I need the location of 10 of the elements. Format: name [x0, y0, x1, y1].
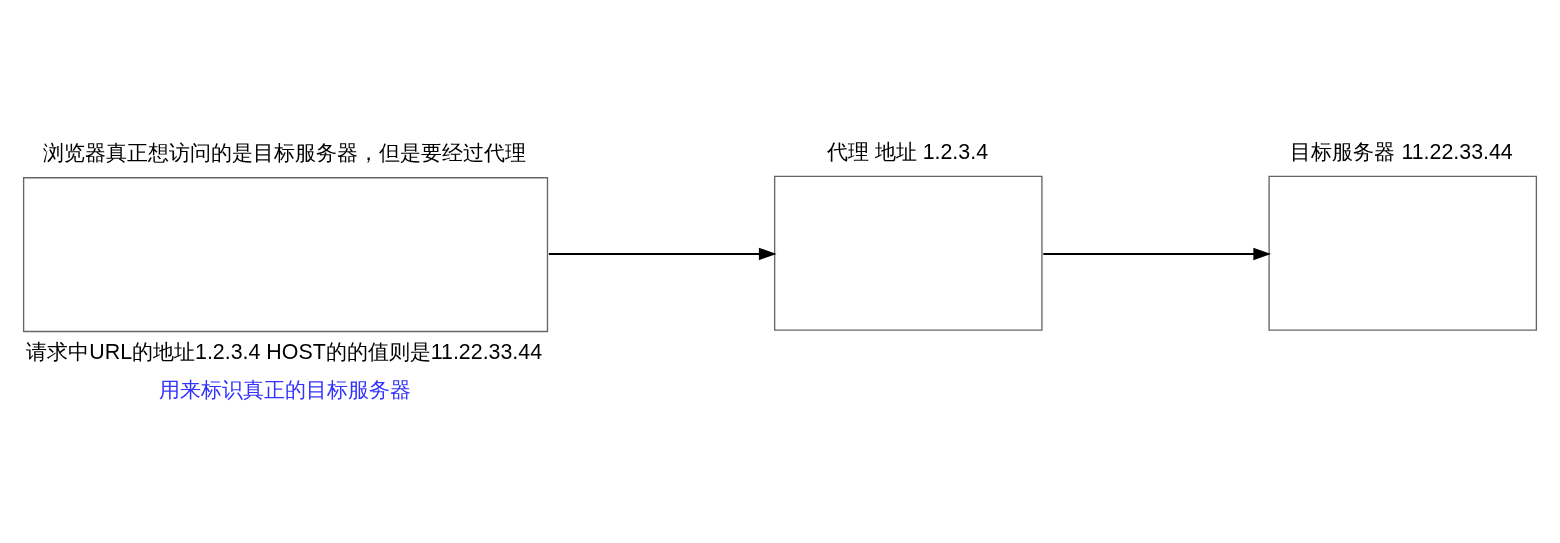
node-box [1268, 175, 1538, 331]
arrow [548, 247, 777, 260]
node-label: 浏览器真正想访问的是目标服务器，但是要经过代理 [43, 140, 526, 165]
node-box [774, 175, 1043, 331]
node-box [22, 176, 549, 332]
node-label: 目标服务器 11.22.33.44 [1290, 139, 1513, 164]
arrow [1043, 247, 1271, 260]
node-label: 代理 地址 1.2.3.4 [826, 139, 989, 164]
node-label: 用来标识真正的目标服务器 [158, 377, 411, 402]
node-label: 请求中URL的地址1.2.3.4 HOST的的值则是11.22.33.44 [26, 339, 543, 364]
